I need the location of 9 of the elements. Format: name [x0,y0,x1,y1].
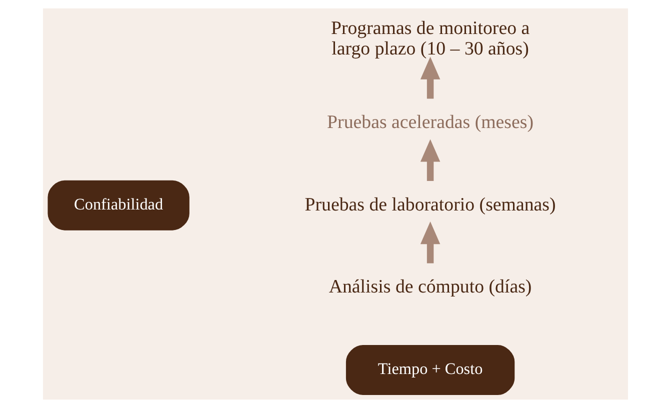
arrow [420,139,440,181]
label: Tiempo + Costo [378,360,483,378]
arrow [420,222,440,264]
node-text: Programas de monitoreo a largo plazo (10 – 30 años) [330,18,530,60]
node-text: Análisis de cómputo (días) [328,276,532,298]
label: Confiabilidad [74,196,164,214]
node-text: Pruebas de laboratorio (semanas) [304,194,556,216]
arrow [420,56,440,99]
node-text: Pruebas aceleradas (meses) [327,112,534,134]
